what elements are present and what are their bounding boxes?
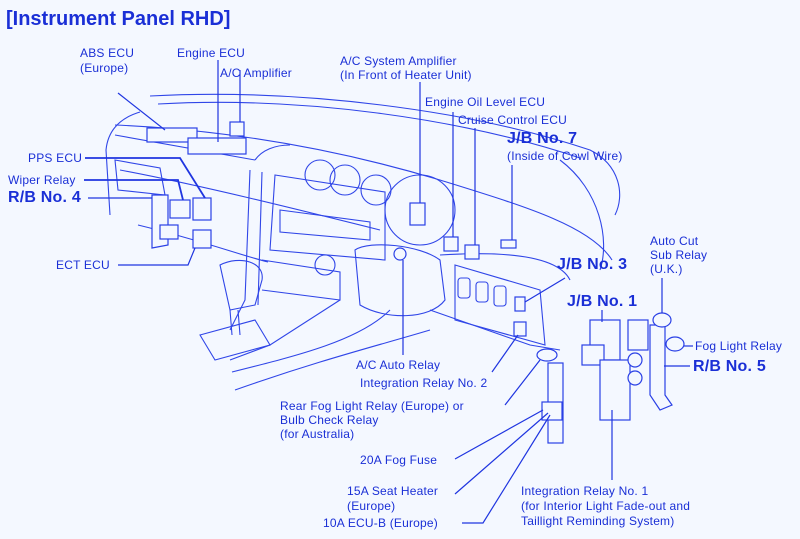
auto-cut-sub-relay <box>652 312 672 328</box>
leader-lines <box>84 60 693 524</box>
label-auto-cut-2: Sub Relay <box>650 248 708 262</box>
rear-fog-relay <box>536 348 558 362</box>
label-jb3: J/B No. 3 <box>557 256 628 273</box>
label-engine-oil-level-ecu: Engine Oil Level ECU <box>425 95 546 109</box>
page-title: [Instrument Panel RHD] <box>6 8 231 30</box>
label-integration-relay-1-note-2: Taillight Reminding System) <box>521 514 675 528</box>
rb5-relay-b <box>627 370 643 386</box>
label-ac-auto-relay: A/C Auto Relay <box>356 358 441 372</box>
label-jb7: J/B No. 7 <box>507 130 578 147</box>
label-ect-ecu: ECT ECU <box>56 258 110 272</box>
label-rear-fog-2: Bulb Check Relay <box>280 413 379 427</box>
label-ac-system-amplifier: A/C System Amplifier <box>340 54 457 68</box>
fuse-cluster <box>541 401 563 421</box>
rb5-relay-block <box>627 319 649 351</box>
abs-ecu-box <box>146 127 198 143</box>
pps-ecu-box <box>192 197 212 221</box>
label-wiper-relay: Wiper Relay <box>8 173 76 187</box>
label-ac-amplifier: A/C Amplifier <box>220 66 292 80</box>
integration-relay-1-box <box>599 359 631 421</box>
label-ac-system-amplifier-note: (In Front of Heater Unit) <box>340 68 472 82</box>
ac-auto-relay <box>393 247 407 261</box>
label-integration-relay-1: Integration Relay No. 1 <box>521 484 649 498</box>
cruise-control-ecu-box <box>464 244 480 260</box>
label-auto-cut-1: Auto Cut <box>650 234 699 248</box>
rb4-relay-box <box>159 224 179 240</box>
engine-ecu-box <box>187 137 247 155</box>
label-jb7-note: (Inside of Cowl Wire) <box>507 149 623 163</box>
fog-light-relay <box>665 336 685 352</box>
components <box>146 121 685 444</box>
label-seat-heater-note: (Europe) <box>347 499 396 513</box>
jb3-box <box>514 296 526 312</box>
label-abs-ecu-note: (Europe) <box>80 61 129 75</box>
rb4-bracket <box>151 194 169 249</box>
ac-amplifier-box <box>229 121 245 137</box>
integration-relay-2-box <box>513 321 527 337</box>
label-integration-relay-2: Integration Relay No. 2 <box>360 376 488 390</box>
label-rb4: R/B No. 4 <box>8 189 81 206</box>
rb5-relay-a <box>627 352 643 368</box>
label-seat-heater: 15A Seat Heater <box>347 484 439 498</box>
label-cruise-control-ecu: Cruise Control ECU <box>458 113 567 127</box>
ect-ecu-box <box>192 229 212 249</box>
engine-oil-level-ecu-box <box>443 236 459 252</box>
label-rear-fog-3: (for Australia) <box>280 427 355 441</box>
label-integration-relay-1-note-1: (for Interior Light Fade-out and <box>521 499 691 513</box>
label-auto-cut-3: (U.K.) <box>650 262 683 276</box>
ac-system-amplifier-box <box>409 202 426 226</box>
label-pps-ecu: PPS ECU <box>28 151 83 165</box>
label-rear-fog-1: Rear Fog Light Relay (Europe) or <box>280 399 464 413</box>
jb7-box <box>500 239 517 249</box>
rb5-bracket <box>649 324 673 411</box>
label-fog-fuse: 20A Fog Fuse <box>360 453 438 467</box>
label-abs-ecu: ABS ECU <box>80 46 135 60</box>
jb1-relay-a <box>581 344 605 366</box>
label-jb1: J/B No. 1 <box>567 293 638 310</box>
dashboard-outline <box>105 93 621 391</box>
wiper-relay-box <box>169 199 191 219</box>
label-ecu-b: 10A ECU-B (Europe) <box>323 516 438 530</box>
label-rb5: R/B No. 5 <box>693 358 766 375</box>
label-engine-ecu: Engine ECU <box>177 46 246 60</box>
label-fog-light-relay: Fog Light Relay <box>695 339 783 353</box>
